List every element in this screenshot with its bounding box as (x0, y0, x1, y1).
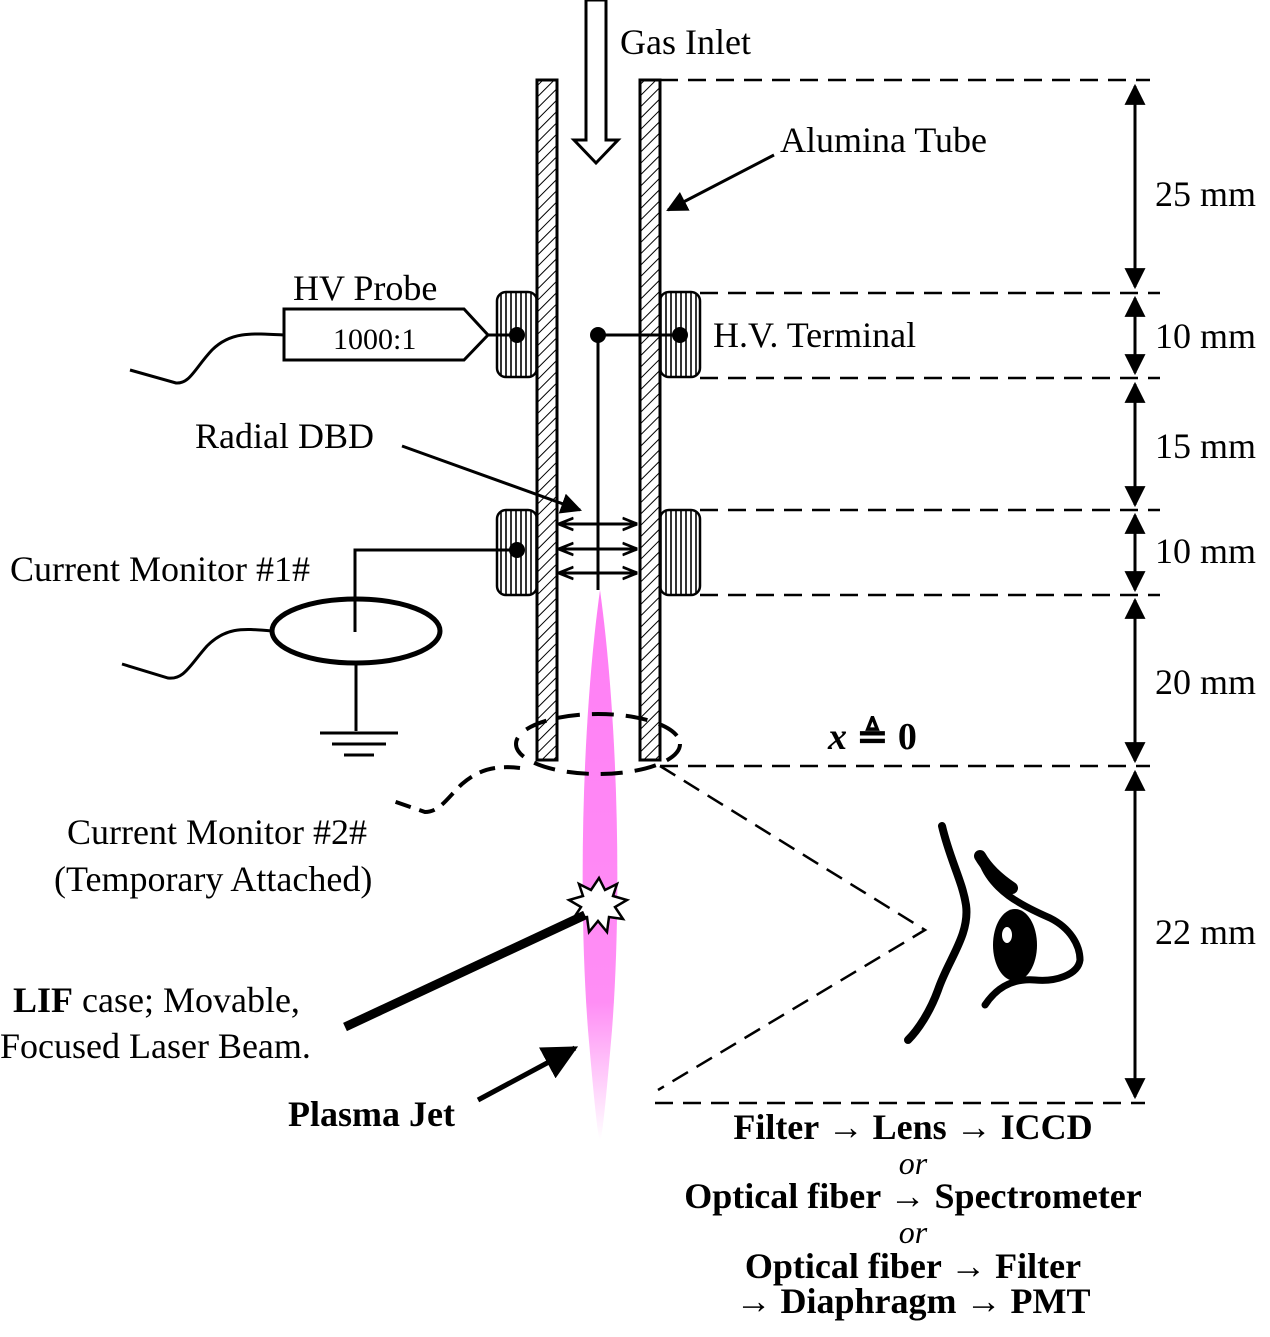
hv-probe-cable (129, 332, 285, 385)
current-monitor-1-label: Current Monitor #1# (10, 549, 310, 589)
lif-label-2: Focused Laser Beam. (0, 1026, 311, 1066)
lif-beam (343, 910, 587, 1032)
lif-label-1: LIF case; Movable, (13, 980, 300, 1020)
gas-inlet-label: Gas Inlet (620, 22, 751, 62)
current-monitor-1-cable (121, 628, 273, 680)
origin-label: x ≜ 0 (827, 715, 917, 758)
origin-x: x (827, 716, 847, 758)
lif-rest: case; Movable, (73, 980, 300, 1020)
hv-probe-ratio: 1000:1 (333, 323, 416, 356)
ground-symbol (320, 663, 398, 757)
detection-line-1: Filter → Lens → ICCD (733, 1107, 1092, 1147)
eye-icon (904, 822, 1084, 1044)
current-monitor-2-label-1: Current Monitor #2# (67, 812, 367, 852)
hv-probe-body (282, 307, 491, 362)
detection-line-4: → Diaphragm → PMT (736, 1281, 1091, 1321)
current-monitor-2-label-2: (Temporary Attached) (54, 859, 372, 899)
alumina-tube-right-wall (638, 78, 662, 762)
dimension-label-6: 22 mm (1155, 912, 1256, 952)
wire-node (590, 327, 606, 343)
ground-electrode-right (658, 508, 702, 597)
dimension-label-3: 15 mm (1155, 426, 1256, 466)
alumina-tube-left-wall (535, 78, 559, 762)
dimension-label-2: 10 mm (1155, 316, 1256, 356)
detection-or-1: or (899, 1145, 928, 1181)
plasma-jet-label: Plasma Jet (288, 1094, 455, 1134)
detection-or-2: or (899, 1214, 928, 1250)
gas-inlet-arrow (570, 0, 622, 166)
lif-focus-star (565, 875, 631, 936)
field-of-view (657, 764, 928, 1092)
lif-bold: LIF (13, 980, 73, 1020)
dimension-label-1: 25 mm (1155, 174, 1256, 214)
current-monitor-2-coil (514, 712, 682, 776)
radial-dbd-arrows (560, 524, 636, 573)
dimension-label-4: 10 mm (1155, 531, 1256, 571)
plasma-jet (582, 590, 618, 1140)
current-monitor-1-node (509, 542, 525, 558)
hv-terminal-label: H.V. Terminal (713, 315, 916, 355)
detection-line-3: Optical fiber → Filter (745, 1246, 1081, 1286)
hv-probe-node (509, 327, 525, 343)
origin-eq: ≜ 0 (847, 715, 917, 758)
detection-line-2: Optical fiber → Spectrometer (684, 1176, 1142, 1216)
hv-probe-label: HV Probe (293, 268, 437, 308)
radial-dbd-pointer (401, 444, 582, 514)
alumina-tube-label: Alumina Tube (780, 120, 987, 160)
dimension-guides (655, 78, 1160, 1105)
plasma-jet-pointer (476, 1045, 579, 1103)
current-monitor-1-wire (353, 548, 517, 632)
alumina-tube-pointer (666, 153, 775, 212)
dimension-label-5: 20 mm (1155, 662, 1256, 702)
hv-terminal-node (672, 327, 688, 343)
current-monitor-2-cable (389, 765, 521, 815)
radial-dbd-label: Radial DBD (195, 416, 374, 456)
